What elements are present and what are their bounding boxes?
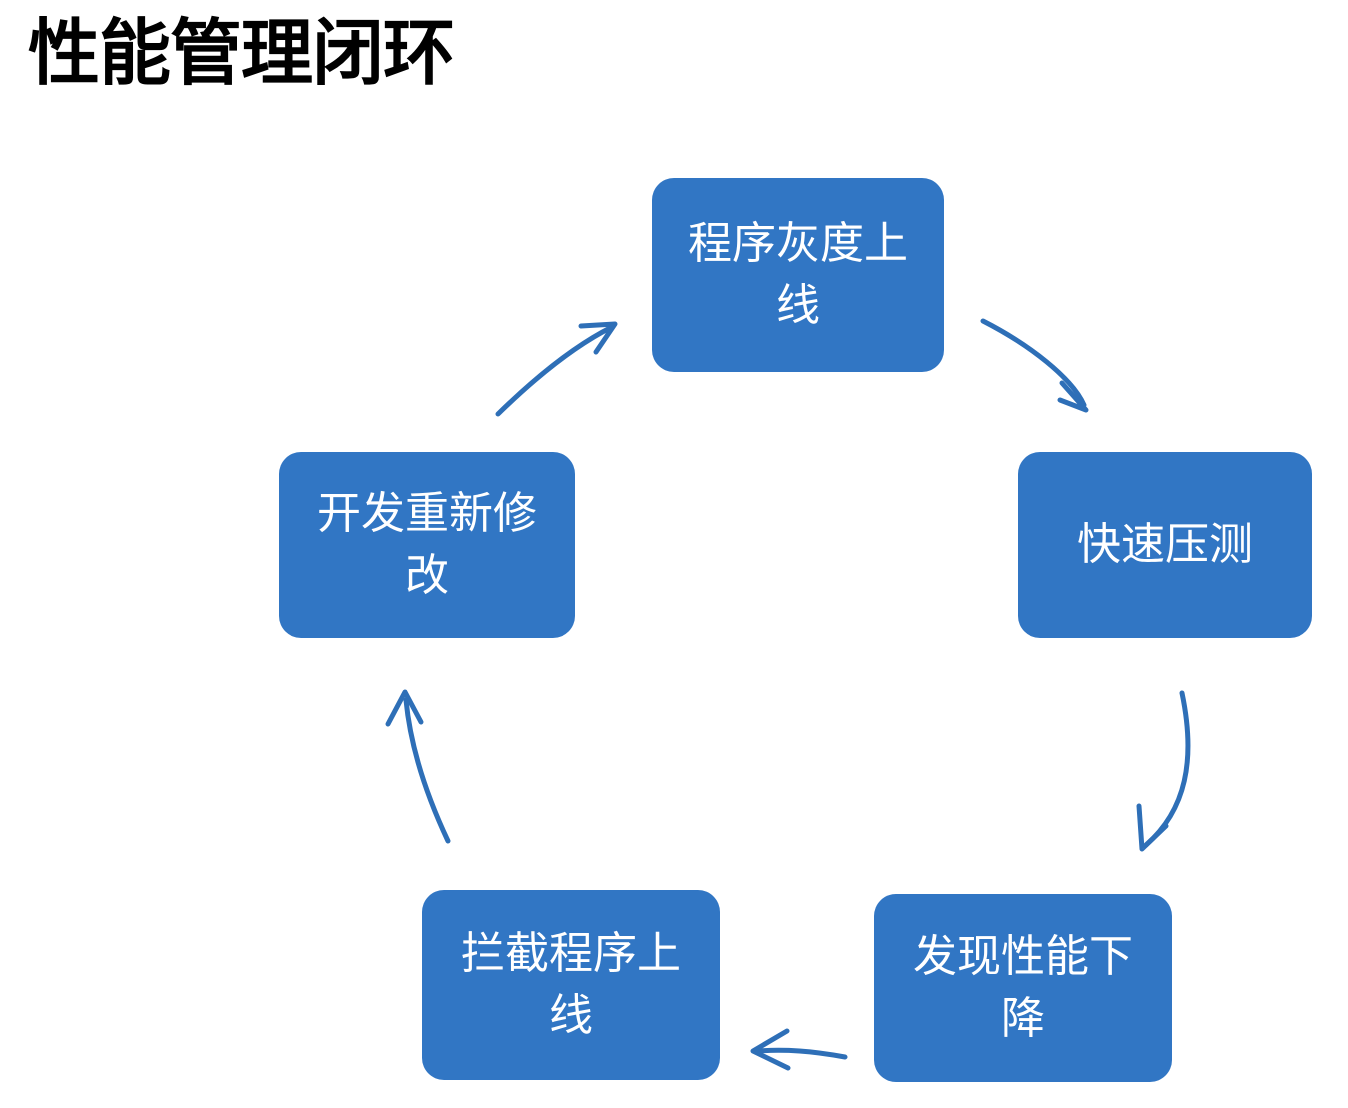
cycle-node-dev-rework[interactable]: 开发重新修改 (279, 452, 575, 638)
cycle-node-performance-regression-found[interactable]: 发现性能下降 (874, 894, 1172, 1082)
cycle-node-block-program-release[interactable]: 拦截程序上线 (422, 890, 720, 1080)
cycle-node-quick-stress-test[interactable]: 快速压测 (1018, 452, 1312, 638)
arrow-bottom-right-to-bottom-left (750, 1028, 848, 1071)
arrow-right-to-bottom-right (1136, 690, 1191, 852)
cycle-node-label: 拦截程序上线 (461, 929, 681, 1040)
arrow-left-to-top (495, 321, 618, 417)
cycle-node-program-gray-release[interactable]: 程序灰度上线 (652, 178, 944, 372)
cycle-node-label: 开发重新修改 (317, 489, 537, 600)
page-title: 性能管理闭环 (28, 14, 455, 94)
arrow-top-to-right (980, 318, 1089, 413)
cycle-node-label: 程序灰度上线 (688, 219, 908, 330)
arrow-bottom-left-to-left (385, 689, 451, 844)
cycle-node-label: 发现性能下降 (913, 932, 1133, 1043)
cycle-node-label: 快速压测 (1077, 520, 1253, 569)
